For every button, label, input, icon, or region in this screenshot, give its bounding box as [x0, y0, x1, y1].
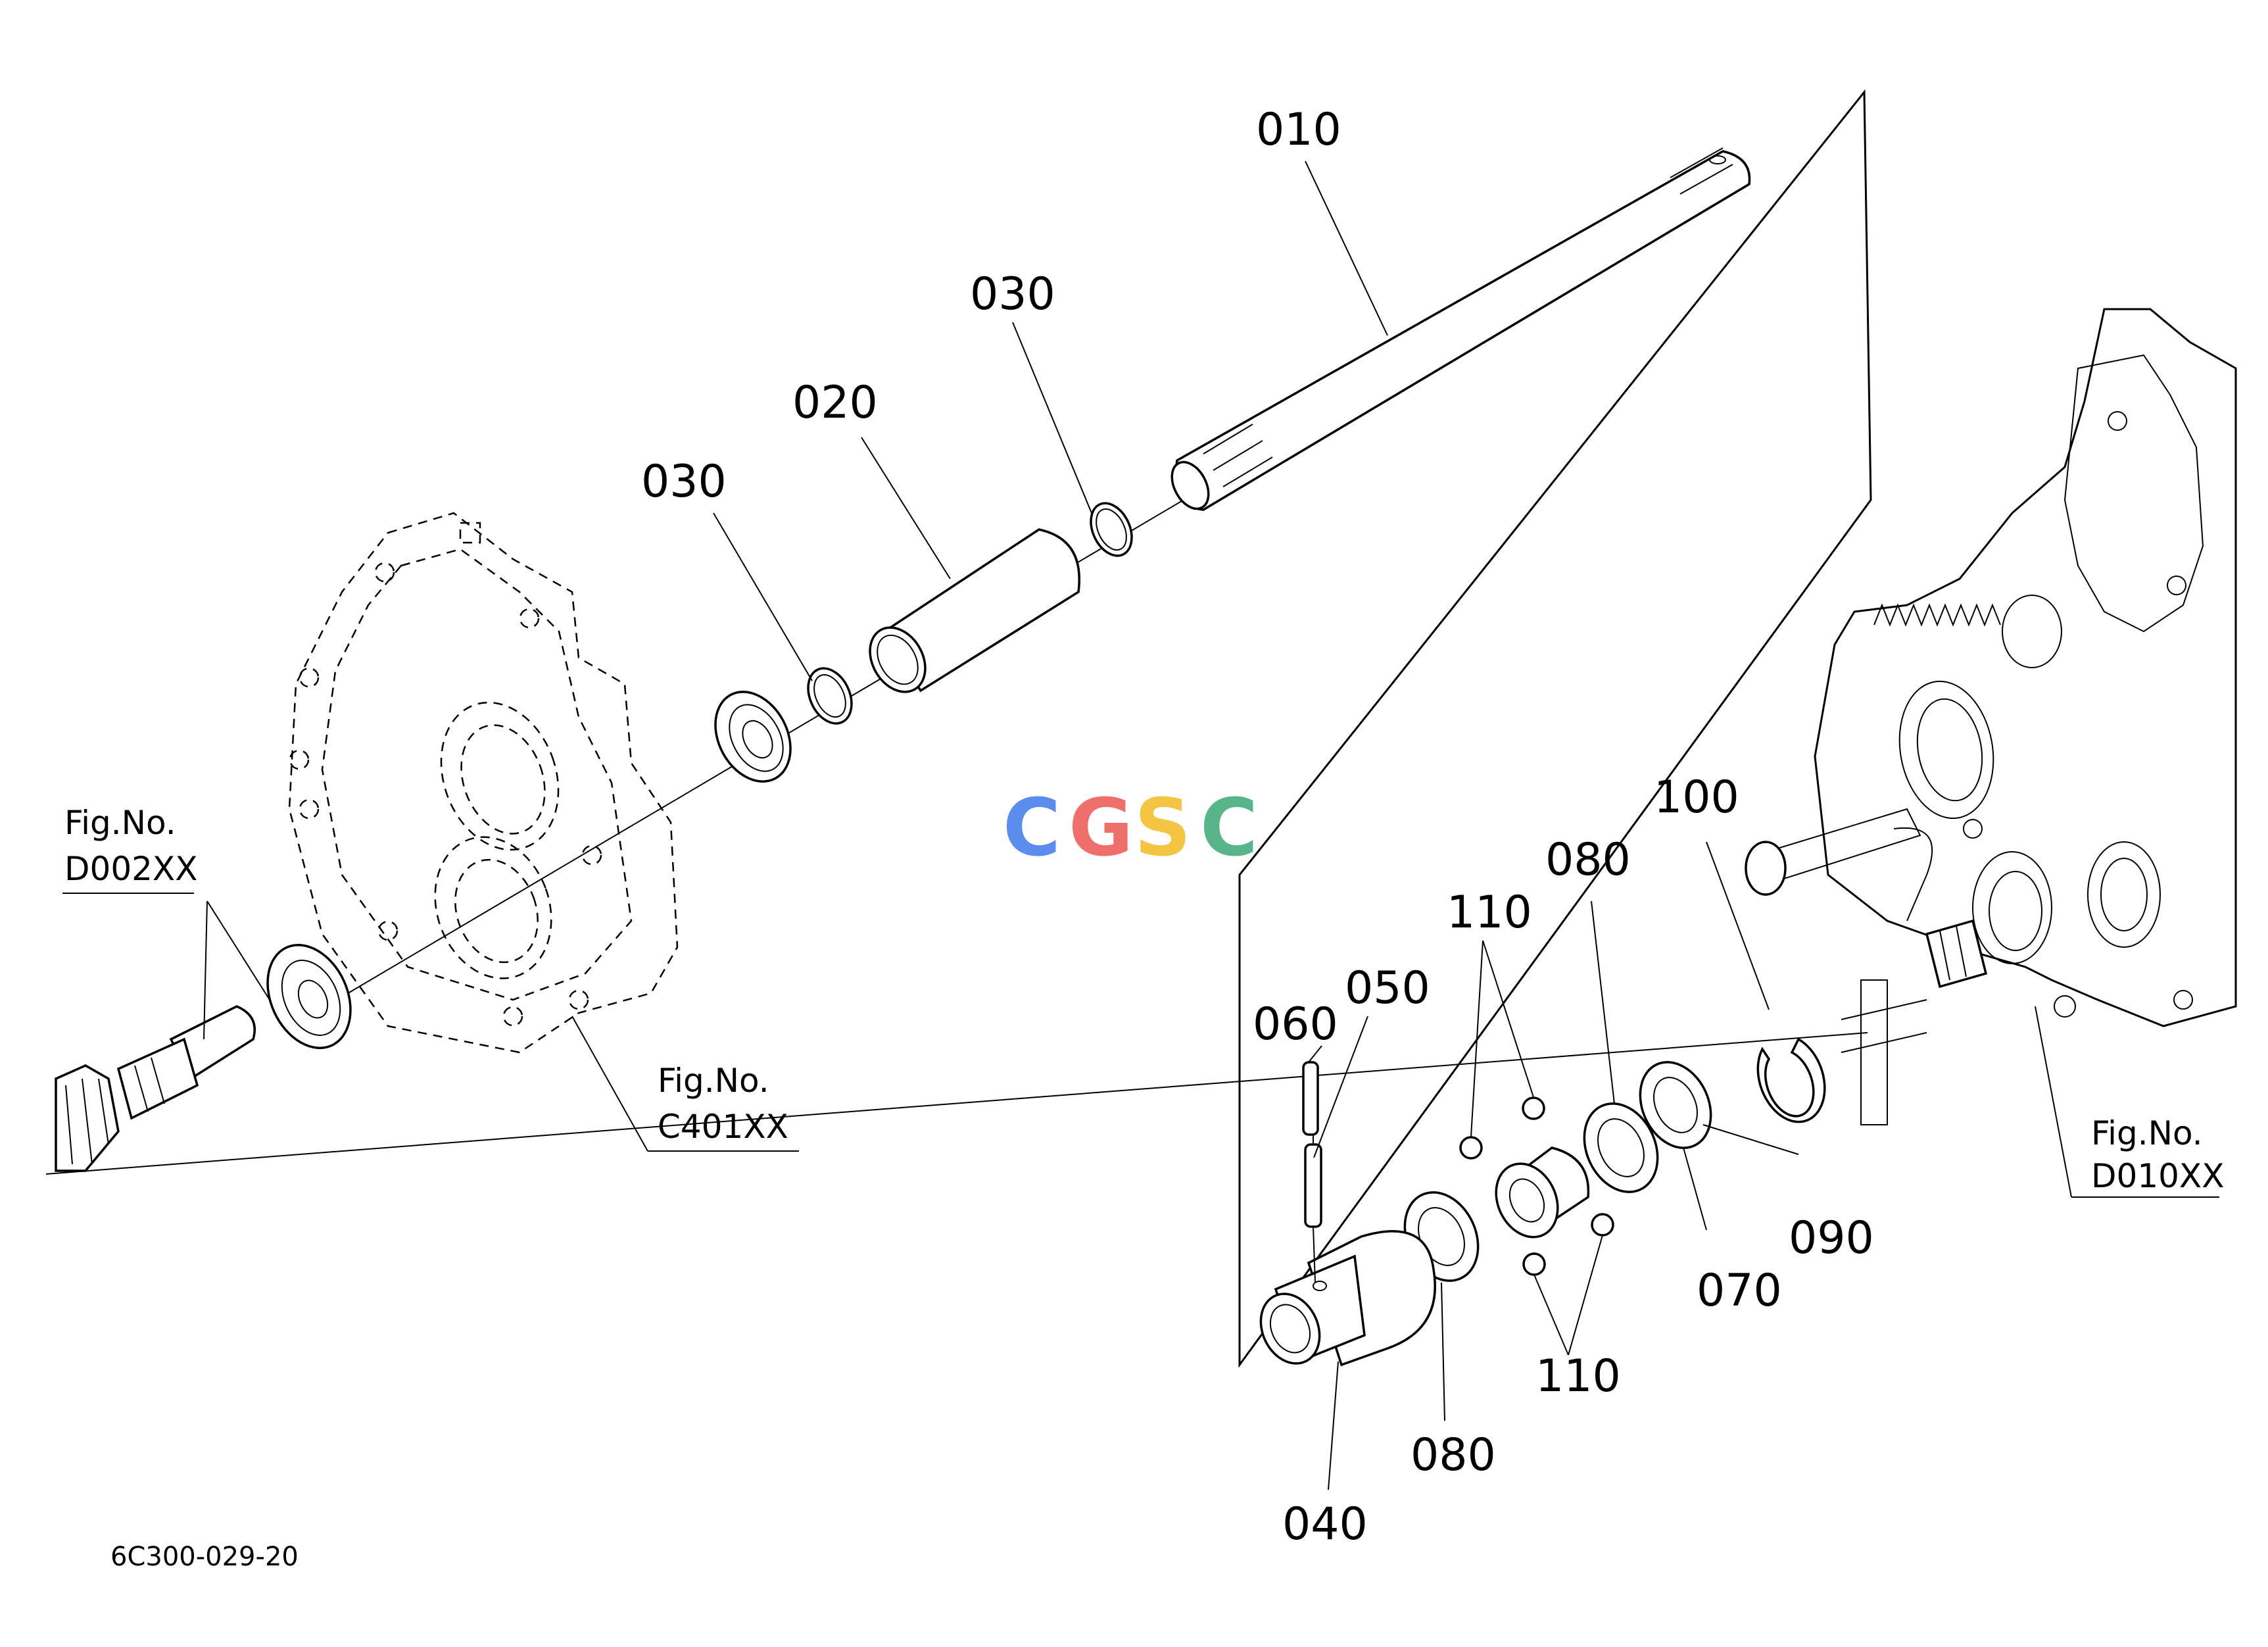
callout-100: 100 [1654, 772, 1739, 823]
callout-010: 010 [1256, 104, 1341, 156]
watermark-letter-2: G [1069, 783, 1134, 874]
callout-050: 050 [1345, 962, 1430, 1014]
ball-110-b [1522, 1096, 1545, 1120]
callout-080-upper: 080 [1545, 834, 1631, 886]
callout-040: 040 [1282, 1498, 1368, 1550]
bearing-upper [714, 691, 792, 783]
hub-040 [1259, 1230, 1436, 1367]
callout-020: 020 [792, 377, 878, 429]
snap-ring-100 [1756, 1037, 1826, 1123]
callout-110-upper: 110 [1447, 887, 1532, 939]
ref-d010-code: D010XX [2091, 1157, 2224, 1195]
callout-110-lower: 110 [1535, 1350, 1621, 1402]
ref-d010-label: Fig.No. [2091, 1114, 2203, 1152]
watermark-logo: C G S C [1003, 783, 1258, 874]
sleeve-070 [1495, 1146, 1590, 1239]
transmission-case-d010 [1745, 308, 2237, 1125]
diagram-code: 6C300-029-20 [110, 1542, 299, 1572]
oring-030-upper [1090, 502, 1133, 557]
callout-030-upper: 030 [970, 268, 1055, 320]
ref-c401-label: Fig.No. [658, 1062, 769, 1100]
gear-shaft-d002 [55, 1005, 256, 1172]
ref-c401-code: C401XX [658, 1108, 788, 1146]
watermark-letter-4: C [1200, 783, 1258, 874]
washer-090 [1639, 1061, 1712, 1149]
callout-080-lower: 080 [1411, 1429, 1496, 1481]
watermark-letter-3: S [1134, 783, 1191, 874]
callout-060: 060 [1253, 998, 1338, 1050]
watermark-letter-1: C [1003, 783, 1061, 874]
ball-110-c [1591, 1213, 1614, 1237]
ball-110-a [1459, 1136, 1483, 1160]
bearing-lower [266, 943, 352, 1050]
oring-030-lower [807, 667, 853, 725]
callout-070: 070 [1697, 1265, 1782, 1317]
callout-030-lower: 030 [641, 456, 727, 508]
leader-lines [62, 160, 2219, 1490]
ref-d002-code: D002XX [64, 850, 197, 888]
pin-060 [1302, 1061, 1319, 1136]
callout-090: 090 [1789, 1212, 1874, 1264]
pin-050 [1304, 1143, 1322, 1228]
washer-080-upper [1583, 1102, 1659, 1193]
shaft-axis [45, 1032, 1868, 1175]
ref-d002-label: Fig.No. [64, 804, 176, 842]
subassembly-frame [1238, 89, 1872, 1368]
collar-020 [869, 528, 1080, 693]
housing-c401 [288, 512, 679, 1054]
ball-110-d [1522, 1252, 1546, 1276]
shaft-010 [1170, 147, 1751, 511]
